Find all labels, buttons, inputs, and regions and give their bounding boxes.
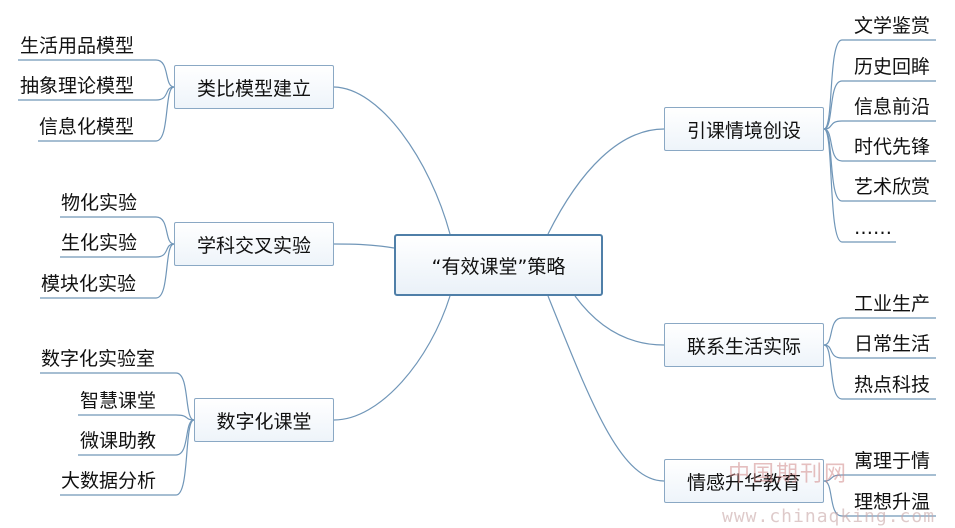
connector-center-intro bbox=[547, 128, 665, 235]
branch-emotion-education[interactable]: 情感升华教育 bbox=[664, 459, 824, 503]
branch-label: 情感升华教育 bbox=[686, 471, 801, 494]
leaf-daily-items-model[interactable]: 生活用品模型 bbox=[20, 35, 135, 57]
connector-center-analogy bbox=[333, 86, 451, 235]
branch-label: 引课情境创设 bbox=[686, 119, 801, 142]
branch-label: 联系生活实际 bbox=[686, 335, 801, 358]
watermark-logo-text: 中国期刊网 bbox=[728, 462, 849, 487]
leaf-history[interactable]: 历史回眸 bbox=[854, 56, 931, 78]
connector-leaf bbox=[823, 39, 936, 130]
leaf-ideal-warming[interactable]: 理想升温 bbox=[854, 491, 931, 513]
connector-center-life bbox=[574, 295, 665, 346]
leaf-informatization-model[interactable]: 信息化模型 bbox=[39, 116, 135, 138]
connector-leaf bbox=[78, 414, 195, 421]
leaf-pioneers[interactable]: 时代先锋 bbox=[854, 136, 931, 158]
connector-leaf bbox=[60, 216, 175, 245]
leaf-ellipsis[interactable]: …… bbox=[854, 217, 892, 239]
leaf-daily-life[interactable]: 日常生活 bbox=[854, 333, 931, 355]
leaf-industry[interactable]: 工业生产 bbox=[854, 293, 931, 315]
leaf-digital-lab[interactable]: 数字化实验室 bbox=[41, 348, 156, 370]
branch-cross-discipline[interactable]: 学科交叉实验 bbox=[174, 222, 334, 266]
connector-center-digital bbox=[333, 295, 451, 421]
center-node[interactable]: “有效课堂”策略 bbox=[394, 234, 603, 296]
branch-label: 数字化课堂 bbox=[216, 410, 312, 433]
branch-label: 类比模型建立 bbox=[196, 77, 311, 100]
branch-digital-classroom[interactable]: 数字化课堂 bbox=[194, 398, 334, 442]
connector-leaf bbox=[823, 344, 936, 400]
connector-leaf bbox=[823, 120, 936, 130]
center-node-label: “有效课堂”策略 bbox=[431, 255, 566, 278]
branch-intro-scenario[interactable]: 引课情境创设 bbox=[664, 107, 824, 151]
branch-analogy-model[interactable]: 类比模型建立 bbox=[174, 65, 334, 109]
connector-leaf bbox=[823, 128, 896, 243]
branch-label: 学科交叉实验 bbox=[196, 234, 311, 257]
connector-leaf bbox=[823, 317, 936, 346]
connector-center-emotion bbox=[547, 295, 665, 482]
connector-leaf bbox=[38, 86, 175, 142]
connector-leaf bbox=[18, 59, 175, 88]
leaf-modular-experiment[interactable]: 模块化实验 bbox=[41, 273, 137, 295]
watermark-url: www.chinaqking.com bbox=[722, 506, 936, 527]
leaf-big-data-analysis[interactable]: 大数据分析 bbox=[61, 470, 157, 492]
leaf-reason-in-emotion[interactable]: 寓理于情 bbox=[854, 450, 931, 472]
connector-leaf bbox=[18, 86, 175, 101]
connector-leaf bbox=[823, 80, 936, 130]
connector-leaf bbox=[40, 372, 195, 421]
connector-leaf bbox=[60, 243, 175, 258]
leaf-physchem-experiment[interactable]: 物化实验 bbox=[61, 192, 138, 214]
leaf-biochem-experiment[interactable]: 生化实验 bbox=[61, 232, 138, 254]
leaf-literature[interactable]: 文学鉴赏 bbox=[854, 15, 931, 37]
leaf-smart-classroom[interactable]: 智慧课堂 bbox=[80, 390, 157, 412]
leaf-art[interactable]: 艺术欣赏 bbox=[854, 176, 931, 198]
leaf-info-frontier[interactable]: 信息前沿 bbox=[854, 96, 931, 118]
branch-real-life[interactable]: 联系生活实际 bbox=[664, 323, 824, 367]
connector-leaf bbox=[823, 344, 936, 359]
connector-leaf bbox=[60, 419, 195, 496]
leaf-microlecture-assistant[interactable]: 微课助教 bbox=[80, 430, 157, 452]
connector-leaf bbox=[823, 474, 936, 482]
leaf-abstract-theory-model[interactable]: 抽象理论模型 bbox=[20, 75, 135, 97]
connector-center-cross bbox=[333, 243, 395, 249]
leaf-hot-tech[interactable]: 热点科技 bbox=[854, 374, 931, 396]
connector-leaf bbox=[823, 480, 936, 517]
connector-leaf bbox=[40, 243, 175, 299]
